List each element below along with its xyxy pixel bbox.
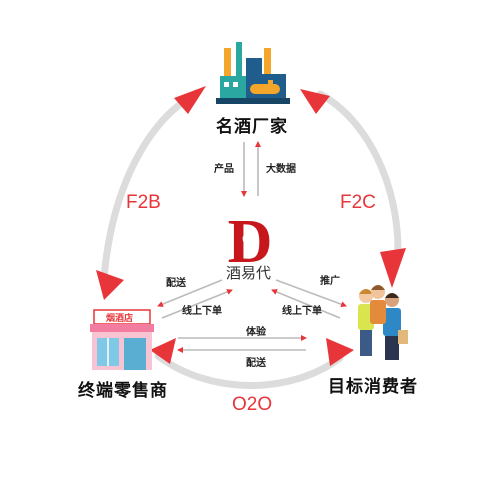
f2b-label: F2B (126, 192, 161, 213)
flow-bigdata-label: 大数据 (266, 164, 296, 175)
logo-letter-e: e (242, 227, 250, 247)
flow-promotion-arrow (275, 279, 347, 308)
flow-online-order-right-arrow (271, 289, 341, 319)
flow-delivery-left-label: 配送 (166, 278, 186, 289)
consumers-illustration (358, 285, 408, 360)
factory-tank (250, 84, 280, 94)
factory-chimney-3 (264, 48, 271, 78)
outer-cycle (100, 90, 402, 389)
factory-chimney-2 (236, 42, 242, 78)
jiuyidai-logo: D e (228, 208, 273, 276)
f2c-label: F2C (340, 192, 376, 213)
store-sign-text: 烟酒店 (106, 314, 134, 324)
arrowhead-to-consumer-bottom (326, 338, 354, 366)
store-illustration (90, 309, 154, 370)
arrowhead-to-consumer (380, 248, 406, 288)
person-2-legs (385, 336, 399, 360)
store-door (124, 338, 146, 370)
logo-brand-text: 酒易代 (226, 264, 272, 282)
factory-window-1 (224, 82, 229, 87)
arrowhead-to-store-bottom (150, 338, 176, 364)
person-1-legs (360, 330, 372, 356)
person-2-body (383, 308, 401, 336)
person-3-body (370, 300, 386, 324)
flow-online-order-left-arrow (161, 289, 233, 319)
ring-segment-f2b (100, 90, 200, 282)
ring-arrowheads (96, 86, 406, 366)
factory-label: 名酒厂家 (216, 117, 288, 137)
flow-delivery-left-arrow (157, 279, 223, 307)
flow-online-order-left-label: 线上下单 (182, 306, 222, 317)
shopping-bag (398, 330, 408, 344)
factory-body-left (220, 76, 246, 100)
factory-window-3 (268, 80, 273, 85)
flow-delivery-bottom-label: 配送 (246, 358, 266, 369)
person-2-hair (385, 293, 399, 298)
person-3-hair (371, 285, 385, 290)
flow-online-order-right-label: 线上下单 (282, 306, 322, 317)
logo-letter-d: D (228, 208, 273, 276)
consumer-label: 目标消费者 (328, 377, 418, 397)
person-1-hair (359, 289, 373, 294)
inner-flows (157, 141, 347, 353)
arrowhead-to-factory-left (174, 86, 206, 114)
factory-chimney-1 (224, 48, 231, 78)
arrowhead-to-store-top (96, 270, 124, 300)
arrowhead-to-factory-right (300, 89, 330, 114)
ring-segment-f2c (316, 90, 402, 254)
flow-product-label: 产品 (214, 164, 234, 175)
store-label: 终端零售商 (78, 381, 168, 401)
factory-illustration (216, 42, 290, 104)
o2o-label: O2O (232, 394, 273, 415)
factory-window-2 (233, 82, 238, 87)
flow-promotion-label: 推广 (320, 276, 340, 287)
store-awning (90, 324, 154, 332)
factory-base (216, 98, 290, 104)
ring-segment-o2o (154, 352, 344, 389)
flow-experience-label: 体验 (246, 327, 266, 338)
